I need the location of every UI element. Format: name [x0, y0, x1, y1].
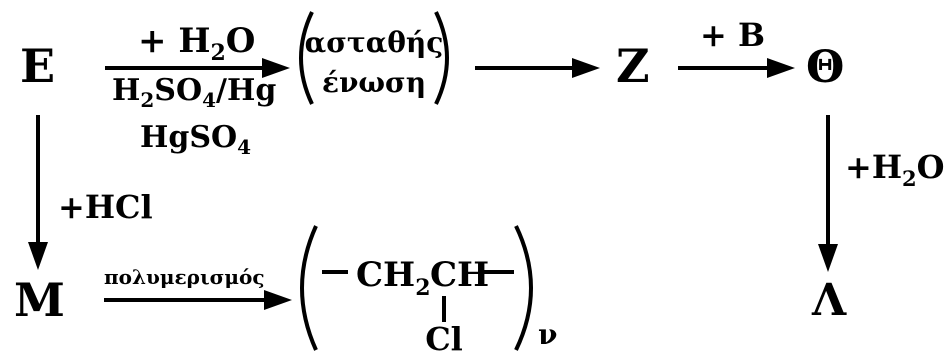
polymer-cl: Cl: [425, 320, 463, 352]
polymer-ch2: CH2: [356, 255, 431, 301]
reagent-water-right: +H2O: [845, 148, 945, 191]
left-paren: [299, 11, 314, 105]
polymer-repeat-unit: CH2 CH Cl ν: [300, 225, 557, 352]
polymer-right-paren: [514, 225, 533, 351]
compound-z: Z: [616, 39, 650, 93]
unstable-compound: ασταθής ένωση: [299, 11, 449, 105]
arrow-z-to-theta: [678, 58, 795, 78]
reagent-plus-b: + B: [700, 16, 765, 54]
arrow-e-to-m: [28, 115, 48, 270]
compound-lambda: Λ: [811, 275, 847, 326]
reagent-polymerization: πολυμερισμός: [104, 265, 265, 289]
reagent-mercury-sulfate: HgSO4: [140, 120, 251, 159]
compound-theta: Θ: [806, 42, 844, 93]
arrow-theta-to-lambda: [818, 115, 838, 272]
arrow-m-to-polymer: [104, 290, 292, 310]
polymer-left-paren: [300, 225, 318, 351]
unstable-line1: ασταθής: [305, 26, 444, 59]
compound-e: E: [20, 39, 55, 93]
reagent-water-top: + H2O: [138, 21, 255, 66]
reagent-plus-hcl: +HCl: [58, 188, 153, 226]
reagent-sulfuric-mercury: H2SO4/Hg: [112, 73, 276, 112]
right-paren: [434, 11, 449, 105]
polymer-repeat-nu: ν: [538, 318, 557, 351]
arrow-e-to-unstable: [105, 58, 290, 78]
unstable-line2: ένωση: [322, 66, 426, 99]
polymer-ch: CH: [430, 255, 489, 295]
compound-m: M: [14, 273, 65, 327]
arrow-unstable-to-z: [475, 58, 600, 78]
